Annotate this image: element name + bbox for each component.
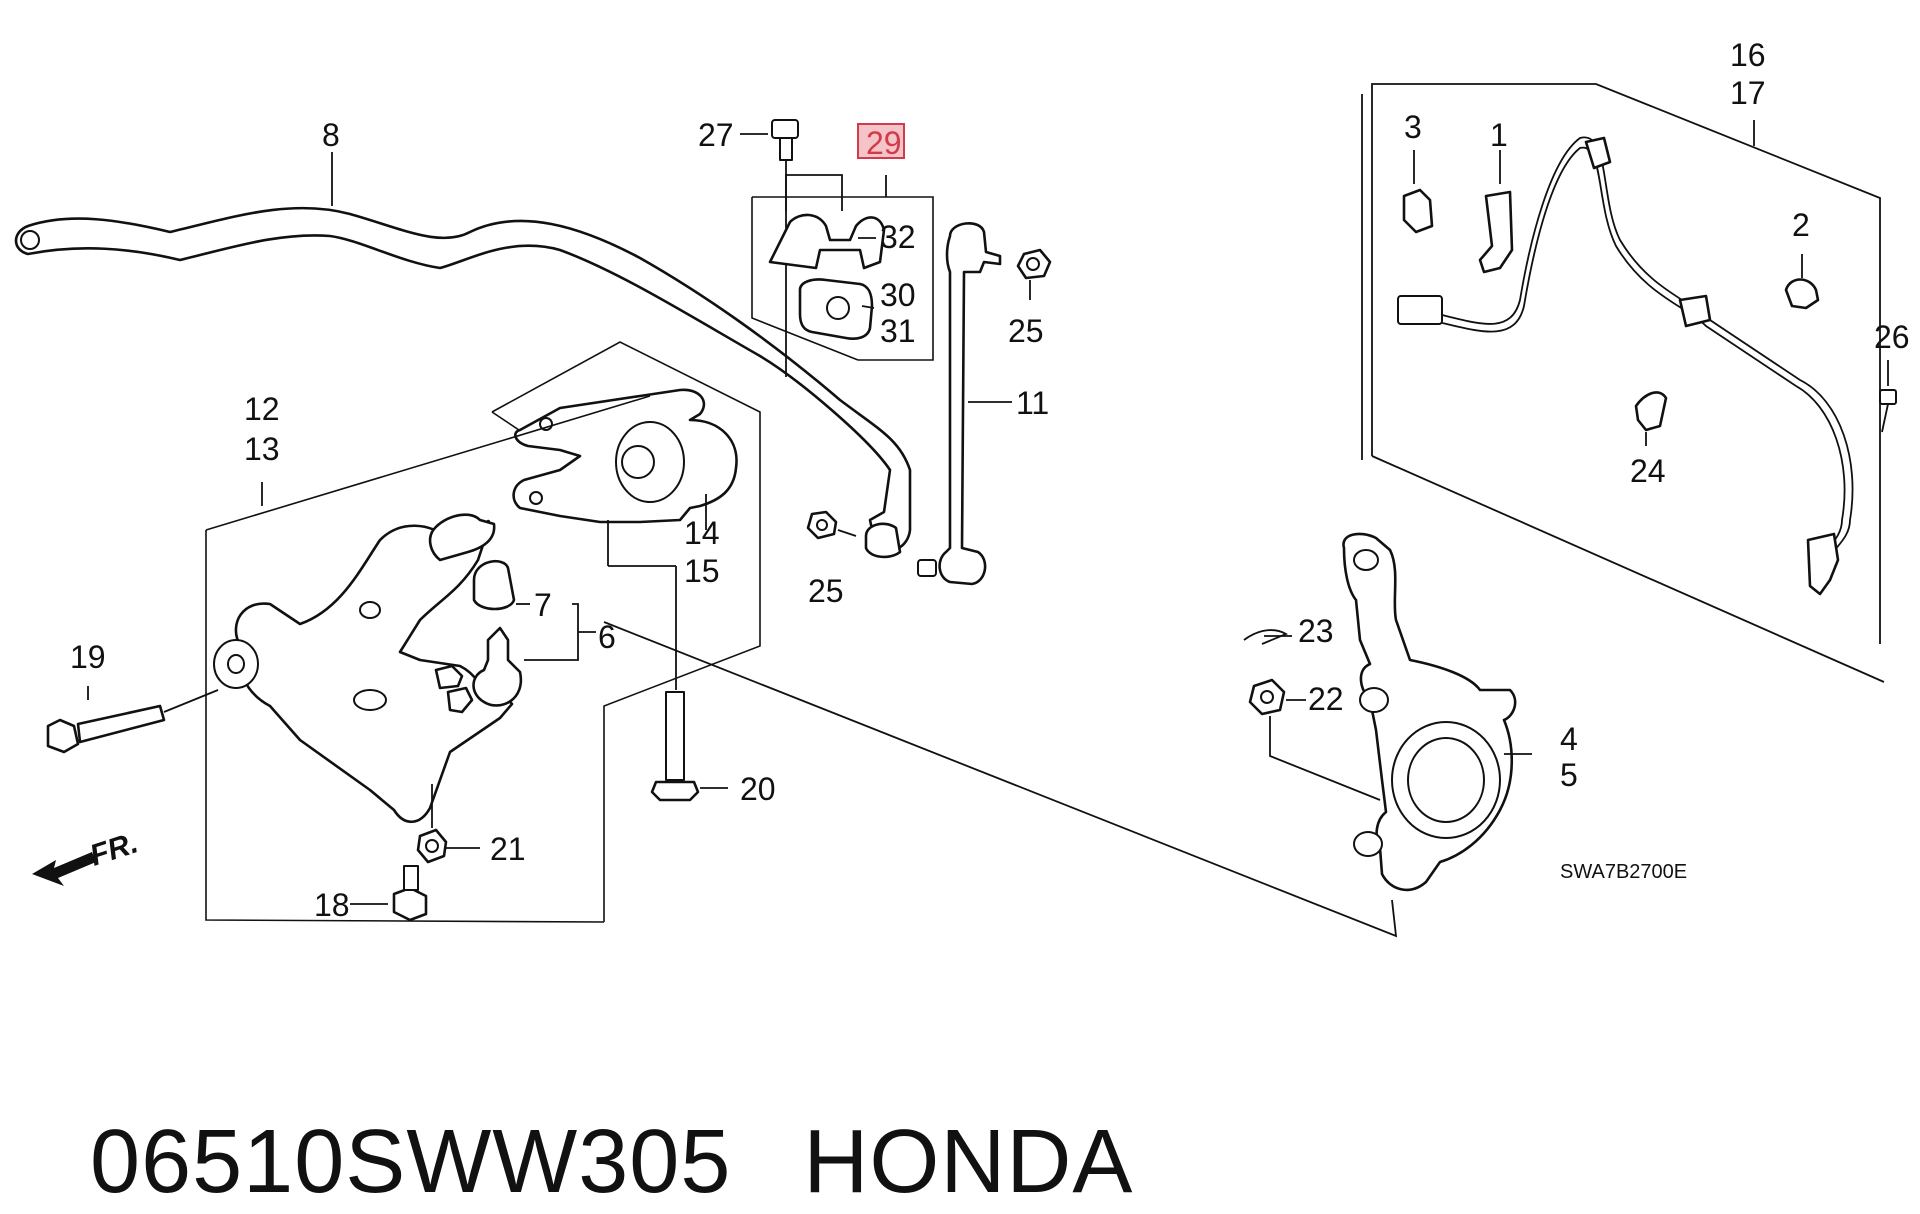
callout-13: 13: [244, 431, 280, 467]
lower-arm-group: [46, 395, 728, 923]
callout-29: 29: [866, 125, 902, 161]
callout-25a: 25: [1008, 313, 1044, 349]
abs-sensor-group: [1361, 83, 1897, 683]
callout-32: 32: [880, 219, 916, 255]
stabilizer-link: [806, 222, 1052, 586]
callout-23: 23: [1298, 613, 1334, 649]
callout-5: 5: [1560, 757, 1578, 793]
callout-16: 16: [1730, 37, 1766, 73]
callout-3: 3: [1404, 109, 1422, 145]
callout-31: 31: [880, 313, 916, 349]
parts-diagram: FR. 8 27 29 32 30 31 25 11 25 12 13 14 1…: [14, 37, 1910, 938]
callout-26: 26: [1874, 319, 1910, 355]
brand-name: HONDA: [803, 1112, 1134, 1212]
part-number: 06510SWW305: [90, 1112, 732, 1212]
callout-15: 15: [684, 553, 720, 589]
callout-30: 30: [880, 277, 916, 313]
callout-7: 7: [534, 587, 552, 623]
steering-knuckle: [1243, 532, 1532, 892]
compliance-bushing: [491, 341, 761, 922]
callout-20: 20: [740, 771, 776, 807]
callout-17: 17: [1730, 75, 1766, 111]
callout-19: 19: [70, 639, 106, 675]
callout-4: 4: [1560, 721, 1578, 757]
callout-8: 8: [322, 117, 340, 153]
part-footer: 06510SWW305 HONDA: [38, 1008, 1133, 1214]
callout-18: 18: [314, 887, 350, 923]
diagram-code: SWA7B2700E: [1560, 861, 1687, 883]
knuckle-leader-line: [603, 621, 1398, 938]
front-label: FR.: [86, 826, 142, 872]
callout-12: 12: [244, 391, 280, 427]
callout-21: 21: [490, 831, 526, 867]
callout-11: 11: [1016, 385, 1049, 421]
callout-14: 14: [684, 515, 720, 551]
callout-2: 2: [1792, 207, 1810, 243]
callout-1: 1: [1490, 117, 1508, 153]
callout-27: 27: [698, 117, 734, 153]
callout-25b: 25: [808, 573, 844, 609]
highlight-box-29: [857, 123, 905, 159]
callout-labels: 8 27 29 32 30 31 25 11 25 12 13 14 15 7 …: [70, 37, 1910, 923]
callout-22: 22: [1308, 681, 1344, 717]
front-direction-arrow: FR.: [32, 826, 142, 886]
callout-24: 24: [1630, 453, 1666, 489]
callout-6: 6: [598, 619, 616, 655]
bolt-27: [740, 119, 799, 161]
bushing-group: [751, 123, 934, 377]
